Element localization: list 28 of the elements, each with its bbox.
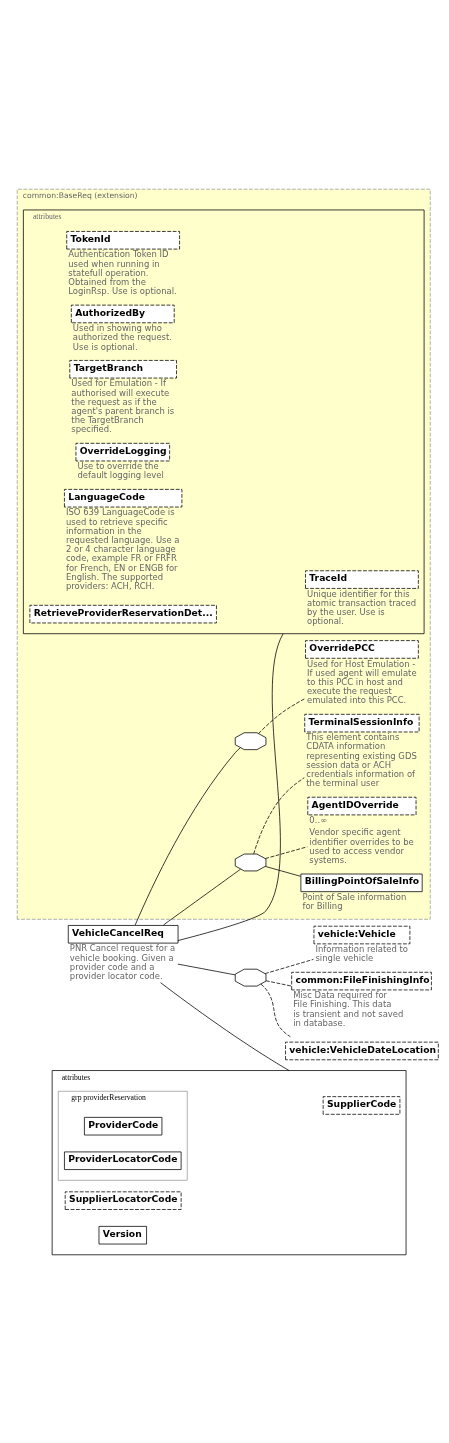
node-label: Authentication Token ID used when running in statefull operation. Obtained from the LoginRsp. Use is optional. (68, 248, 177, 296)
connector (163, 868, 241, 925)
node-label: 0..∞ (309, 814, 328, 825)
node-octagon (234, 968, 267, 986)
connector (265, 845, 308, 859)
node-label: Use to override the default logging level (77, 460, 164, 480)
connector (264, 958, 314, 974)
connector (177, 632, 284, 941)
node-octagon (234, 853, 267, 871)
node-label: Point of Sale information for Billing (302, 891, 407, 911)
connector (258, 697, 306, 734)
node-label: ISO 639 LanguageCode is used to retrieve specific information in the requested language. Use a 2 or 4 character language code, example FR or FRFR for French, EN or ENGB for English. The supported providers: ACH, RCH. (65, 506, 180, 591)
node-label: Information related to single vehicle (315, 943, 408, 963)
connector (260, 983, 291, 1037)
node-label: Misc Data required for File Finishing. This data is transient and not saved in database. (293, 989, 404, 1028)
node-label: Vendor specific agent identifier overrides to be used to access vendor systems. (309, 826, 414, 865)
node-label: Unique identifier for this atomic transaction traced by the user. Use is optional. (307, 588, 417, 626)
node-octagon (234, 731, 267, 750)
node-label: Used for Host Emulation - If used agent will emulate to this PCC in host and execute the request emulated into this PCC. (307, 658, 417, 705)
connector (134, 746, 241, 925)
node-label: Used in showing who authorized the request. Use is optional. (72, 322, 172, 352)
node-label: This element contains CDATA information representing existing GDS session data or ACH credentials information of the terminal user (306, 731, 417, 788)
connector (253, 776, 305, 854)
connector (265, 865, 302, 877)
connector (177, 963, 236, 975)
node-label: Used for Emulation - If authorised will execute the request as if the agent's parent branch is the TargetBranch specified. (71, 377, 175, 434)
node-label: PNR Cancel request for a vehicle booking. Given a provider code and a provider locator code. (69, 942, 176, 981)
connector (265, 979, 292, 986)
